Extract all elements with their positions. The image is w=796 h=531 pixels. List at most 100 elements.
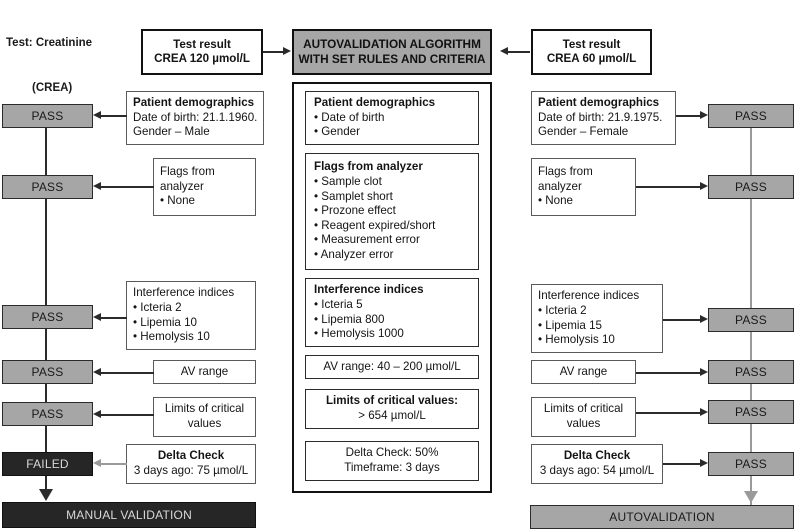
rule-line: • Reagent expired/short xyxy=(314,218,436,232)
right-result-label: PASS xyxy=(735,457,767,471)
rule-line: Delta Check: 50% xyxy=(345,446,439,460)
left-result-5: PASS xyxy=(2,402,93,426)
criteria-line: Flags from xyxy=(160,165,215,179)
criteria-line: Interference indices xyxy=(133,286,235,300)
rule-line: • Date of birth xyxy=(314,110,385,124)
connector-right-5 xyxy=(636,412,703,414)
right-test-result-box: Test result CREA 60 µmol/L xyxy=(531,29,652,75)
left-criteria-limits-of-critical-values: Limits of critical values xyxy=(153,397,256,437)
connector-left-4 xyxy=(101,372,154,374)
left-result-label: PASS xyxy=(31,310,64,324)
criteria-line: Date of birth: 21.1.1960. xyxy=(133,110,258,124)
algorithm-header: AUTOVALIDATION ALGORITHM WITH SET RULES … xyxy=(292,29,492,75)
right-result-3: PASS xyxy=(708,308,794,332)
rule-patient-demographics: Patient demographics • Date of birth • G… xyxy=(305,91,479,145)
arrow-left-3 xyxy=(93,313,101,321)
criteria-line: analyzer xyxy=(538,179,582,193)
right-criteria-patient-demographics: Patient demographics Date of birth: 21.9… xyxy=(531,91,676,145)
connector-right-2 xyxy=(636,186,703,188)
page-title-line2: (CREA) xyxy=(32,82,73,94)
right-result-1: PASS xyxy=(708,104,794,128)
right-result-5: PASS xyxy=(708,400,794,424)
criteria-line: Delta Check xyxy=(563,449,631,463)
criteria-line: Limits of critical xyxy=(164,402,245,416)
rule-line: • Samplet short xyxy=(314,189,393,203)
right-test-result-line1: Test result xyxy=(562,37,621,51)
left-outcome-label: MANUAL VALIDATION xyxy=(66,508,192,522)
rule-av-range: AV range: 40 – 200 µmol/L xyxy=(305,355,479,379)
criteria-line: • Icteria 2 xyxy=(133,300,182,314)
rule-limits-of-critical-values: Limits of critical values: > 654 µmol/L xyxy=(305,389,479,429)
criteria-line: • Hemolysis 10 xyxy=(538,333,615,347)
right-criteria-delta-check: Delta Check 3 days ago: 54 µmol/L xyxy=(531,444,663,484)
criteria-line: • Lipemia 10 xyxy=(133,315,197,329)
arrow-right-2 xyxy=(700,182,708,190)
connector-left-3 xyxy=(101,317,127,319)
right-result-label: PASS xyxy=(735,180,767,194)
arrow-left-2 xyxy=(93,182,101,190)
arrow-left-result-to-algorithm xyxy=(283,47,291,55)
connector-left-5 xyxy=(101,414,154,416)
arrow-left-1 xyxy=(93,111,101,119)
left-criteria-flags-from-analyzer: Flags from analyzer • None xyxy=(153,158,256,216)
left-result-label: PASS xyxy=(31,407,64,421)
criteria-line: • Hemolysis 10 xyxy=(133,330,210,344)
rule-interference-indices: Interference indices • Icteria 5 • Lipem… xyxy=(305,278,479,347)
right-result-label: PASS xyxy=(735,109,767,123)
rule-line: Flags from analyzer xyxy=(314,160,423,174)
right-result-label: PASS xyxy=(735,313,767,327)
right-result-4: PASS xyxy=(708,360,794,384)
criteria-line: AV range xyxy=(180,364,229,378)
connector-right-result-to-algorithm xyxy=(508,51,530,53)
connector-right-4 xyxy=(636,372,703,374)
right-result-label: PASS xyxy=(735,365,767,379)
rule-line: Patient demographics xyxy=(314,96,436,110)
criteria-line: • Icteria 2 xyxy=(538,303,587,317)
criteria-line: Patient demographics xyxy=(538,96,660,110)
page-title: Test: Creatinine (CREA) xyxy=(6,6,186,126)
rule-line: • Gender xyxy=(314,125,360,139)
rule-line: Limits of critical values: xyxy=(325,394,459,408)
right-outcome-autovalidation: AUTOVALIDATION xyxy=(530,505,794,529)
connector-right-1 xyxy=(676,115,703,117)
rule-line: Interference indices xyxy=(314,283,424,297)
left-test-result-line1: Test result xyxy=(173,37,231,51)
right-outcome-label: AUTOVALIDATION xyxy=(609,510,715,524)
left-result-1: PASS xyxy=(2,104,93,128)
left-result-2: PASS xyxy=(2,175,93,199)
criteria-line: Gender – Male xyxy=(133,125,210,139)
right-result-label: PASS xyxy=(735,405,767,419)
rule-line: • Analyzer error xyxy=(314,247,394,261)
criteria-line: Interference indices xyxy=(538,289,640,303)
arrow-right-6 xyxy=(700,459,708,467)
rule-flags-from-analyzer: Flags from analyzer • Sample clot • Samp… xyxy=(305,153,479,270)
arrow-left-5 xyxy=(93,410,101,418)
connector-left-1 xyxy=(101,115,127,117)
arrow-left-4 xyxy=(93,368,101,376)
criteria-line: Delta Check xyxy=(157,449,225,463)
connector-right-6 xyxy=(663,463,703,465)
right-criteria-interference-indices: Interference indices • Icteria 2 • Lipem… xyxy=(531,284,663,353)
rule-delta-check: Delta Check: 50% Timeframe: 3 days xyxy=(305,441,479,481)
criteria-line: • None xyxy=(160,194,195,208)
arrow-right-3 xyxy=(700,315,708,323)
connector-right-3 xyxy=(663,319,703,321)
connector-left-2 xyxy=(101,186,154,188)
criteria-line: values xyxy=(187,417,222,430)
right-criteria-flags-from-analyzer: Flags from analyzer • None xyxy=(531,158,636,216)
arrow-right-1 xyxy=(700,111,708,119)
criteria-line: • Lipemia 15 xyxy=(538,318,602,332)
rule-line: AV range: 40 – 200 µmol/L xyxy=(323,359,461,373)
rule-line: • Measurement error xyxy=(314,233,420,247)
arrow-right-result-to-algorithm xyxy=(500,47,508,55)
criteria-line: 3 days ago: 54 µmol/L xyxy=(539,464,655,477)
left-result-4: PASS xyxy=(2,360,93,384)
left-criteria-delta-check: Delta Check 3 days ago: 75 µmol/L xyxy=(126,444,256,484)
left-result-6-failed: FAILED xyxy=(2,452,93,476)
criteria-line: 3 days ago: 75 µmol/L xyxy=(133,464,249,477)
criteria-line: • None xyxy=(538,194,573,208)
left-result-label: PASS xyxy=(31,365,64,379)
right-criteria-limits-of-critical-values: Limits of critical values xyxy=(531,397,636,437)
algorithm-header-line1: AUTOVALIDATION ALGORITHM xyxy=(303,37,481,51)
